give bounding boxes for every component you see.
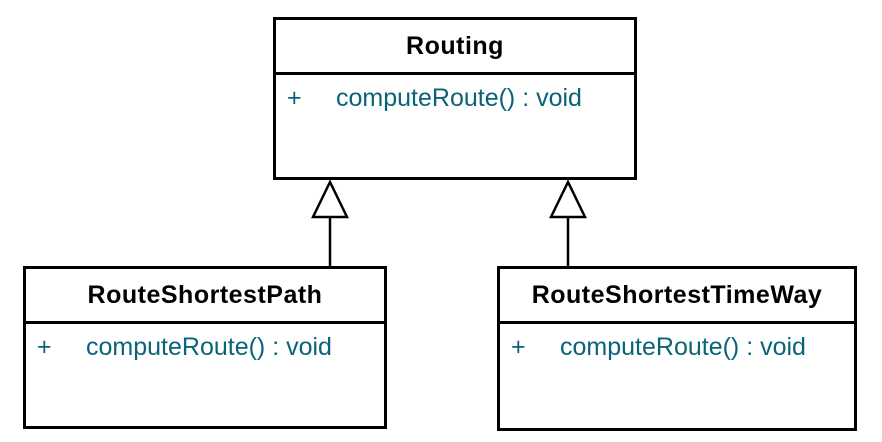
generalization-arrow-routeshortestpath-to-routing bbox=[311, 179, 349, 266]
member-row: + computeRoute() : void bbox=[511, 333, 854, 362]
class-box-routing: Routing + computeRoute() : void bbox=[273, 17, 637, 180]
generalization-arrow-routeshortesttimeway-to-routing bbox=[549, 179, 587, 266]
class-box-route-shortest-path: RouteShortestPath + computeRoute() : void bbox=[23, 266, 387, 429]
class-name: RouteShortestPath bbox=[26, 269, 384, 324]
class-name: RouteShortestTimeWay bbox=[500, 269, 854, 324]
members-compartment: + computeRoute() : void bbox=[26, 324, 384, 362]
members-compartment: + computeRoute() : void bbox=[276, 75, 634, 113]
member-row: + computeRoute() : void bbox=[37, 333, 384, 362]
class-name: Routing bbox=[276, 20, 634, 75]
inheritance-triangle-icon bbox=[549, 179, 587, 219]
visibility-public-symbol: + bbox=[37, 333, 52, 361]
inheritance-triangle-icon bbox=[311, 179, 349, 219]
class-box-route-shortest-time-way: RouteShortestTimeWay + computeRoute() : v… bbox=[497, 266, 857, 431]
member-signature: computeRoute() : void bbox=[336, 84, 582, 112]
visibility-public-symbol: + bbox=[287, 84, 302, 112]
member-signature: computeRoute() : void bbox=[560, 333, 806, 361]
member-signature: computeRoute() : void bbox=[86, 333, 332, 361]
members-compartment: + computeRoute() : void bbox=[500, 324, 854, 362]
member-row: + computeRoute() : void bbox=[287, 84, 634, 113]
visibility-public-symbol: + bbox=[511, 333, 526, 361]
